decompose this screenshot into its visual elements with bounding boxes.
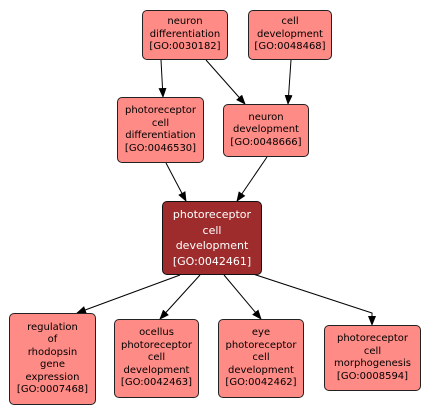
node-photoreceptor-cell-development[interactable]: photoreceptor cell development [GO:00424… — [162, 201, 262, 275]
node-label-line: photoreceptor — [120, 339, 193, 351]
edge-neuron-development-to-photoreceptor-cell-development — [236, 156, 268, 202]
node-regulation-of-rhodopsin-gene-expression[interactable]: regulation of rhodopsin gene expression … — [9, 313, 96, 405]
node-go-id: [GO:0048666] — [230, 136, 302, 148]
node-go-id: [GO:0048468] — [254, 41, 326, 53]
node-go-id: [GO:0042462] — [225, 377, 297, 389]
node-label-line: development — [228, 364, 294, 376]
node-label-line: neuron — [167, 16, 203, 28]
node-label-line: photoreceptor — [124, 105, 197, 116]
node-go-id: [GO:0008594] — [336, 370, 409, 382]
node-label-line: differentiation — [125, 130, 196, 141]
edge-neuron-differentiation-to-photoreceptor-cell-differentiation — [158, 59, 167, 98]
node-label-line: eye — [251, 327, 271, 339]
node-eye-photoreceptor-cell-development[interactable]: eye photoreceptor cell development [GO:0… — [218, 319, 304, 398]
node-go-id: [GO:0046530] — [124, 142, 197, 154]
node-go-id: [GO:0042463] — [120, 377, 193, 389]
node-cell-development[interactable]: cell development [GO:0048468] — [248, 10, 332, 60]
node-label-line: photoreceptor — [336, 333, 409, 344]
node-label-line: expression — [25, 371, 80, 383]
node-label-line: photoreceptor — [225, 339, 297, 351]
node-label-line: development — [233, 124, 299, 136]
node-label-line: cell — [281, 16, 299, 28]
node-label-line: cell — [202, 223, 222, 237]
node-label-line: development — [175, 239, 249, 252]
node-photoreceptor-cell-differentiation[interactable]: photoreceptor cell differentiation [GO:0… — [117, 97, 204, 163]
node-label-line: differentiation — [149, 28, 221, 40]
node-label-line: cell — [151, 117, 170, 129]
node-label-line: gene — [40, 359, 65, 370]
edge-photoreceptor-cell-development-to-photoreceptor-cell-morphogenesis — [249, 272, 376, 326]
edge-neuron-differentiation-to-neuron-development — [205, 59, 246, 105]
node-go-id: [GO:0042461] — [172, 254, 252, 268]
node-go-id: [GO:0007468] — [16, 384, 89, 395]
node-neuron-differentiation[interactable]: neuron differentiation [GO:0030182] — [142, 10, 228, 60]
node-label-line: cell — [363, 345, 382, 357]
node-label-line: photoreceptor — [172, 208, 252, 221]
node-label-line: cell — [252, 352, 270, 364]
node-label-line: regulation — [27, 321, 78, 333]
node-label-line: rhodopsin — [27, 346, 78, 358]
node-photoreceptor-cell-morphogenesis[interactable]: photoreceptor cell morphogenesis [GO:000… — [324, 325, 421, 391]
node-neuron-development[interactable]: neuron development [GO:0048666] — [223, 104, 309, 157]
node-ocellus-photoreceptor-cell-development[interactable]: ocellus photoreceptor cell development [… — [114, 319, 199, 398]
node-go-id: [GO:0030182] — [149, 41, 221, 53]
edge-photoreceptor-cell-differentiation-to-photoreceptor-cell-development — [165, 162, 187, 202]
node-label-line: neuron — [248, 111, 284, 123]
edge-cell-development-to-neuron-development — [284, 59, 293, 105]
node-label-line: development — [257, 28, 323, 40]
edge-photoreceptor-cell-development-to-regulation-of-rhodopsin-gene-expression — [76, 274, 181, 314]
edge-photoreceptor-cell-development-to-ocellus-photoreceptor-cell-development — [159, 274, 201, 320]
node-label-line: of — [47, 334, 58, 345]
node-label-line: cell — [147, 352, 166, 364]
edge-photoreceptor-cell-development-to-eye-photoreceptor-cell-development — [223, 274, 262, 320]
node-label-line: morphogenesis — [334, 358, 411, 369]
node-label-line: development — [123, 364, 190, 376]
node-label-line: ocellus — [139, 327, 174, 339]
